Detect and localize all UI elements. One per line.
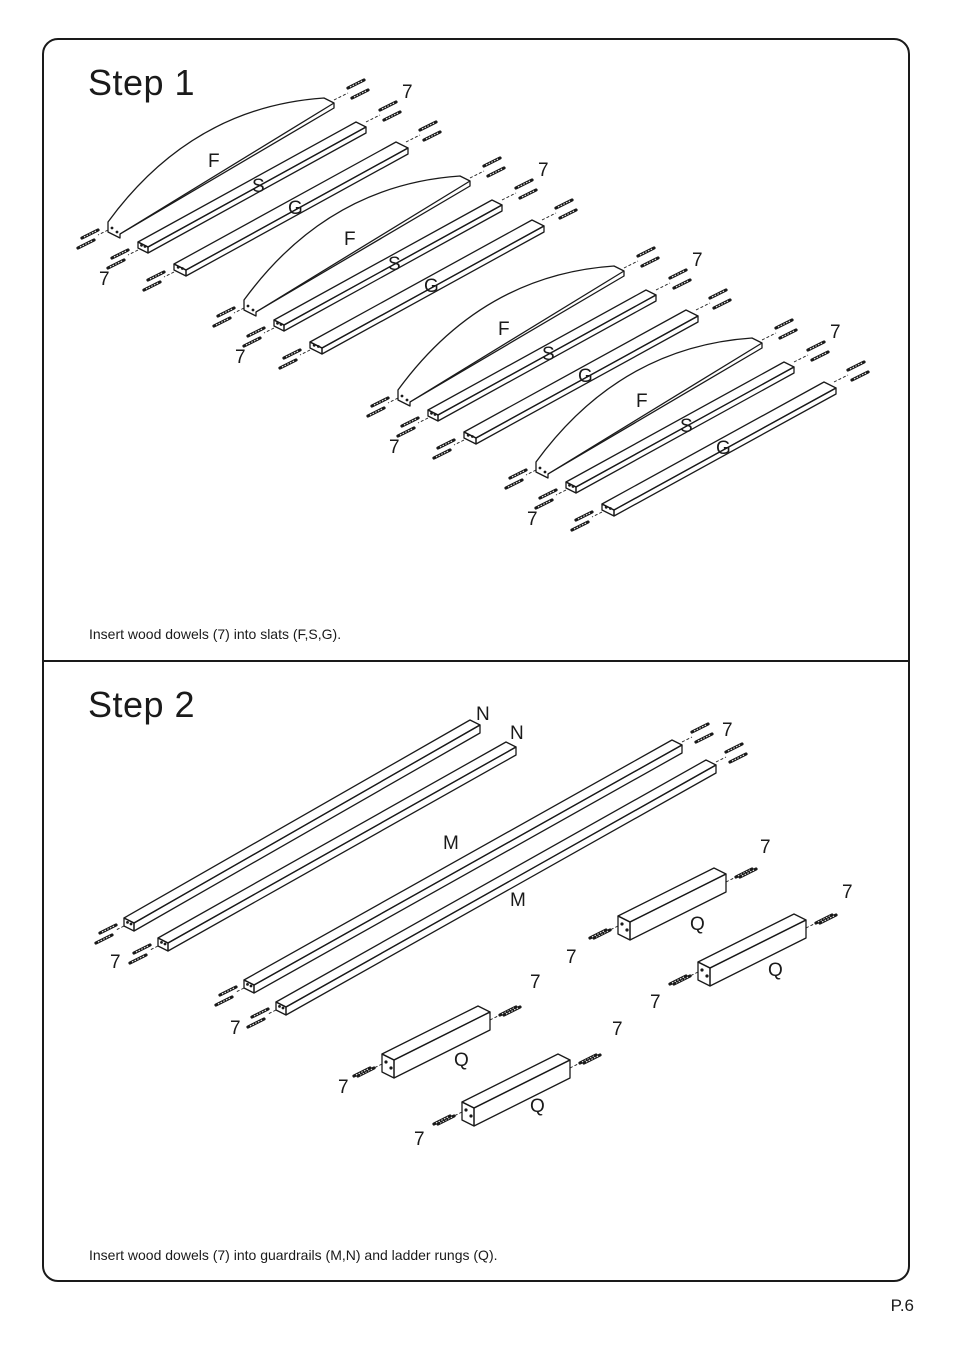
- label-dowel-m-left: 7: [230, 1018, 241, 1039]
- label-q: Q: [768, 960, 783, 981]
- label-g: G: [716, 438, 731, 459]
- slat-set-1: [76, 78, 442, 292]
- label-dowel-right: 7: [830, 322, 841, 343]
- label-dowel-right: 7: [538, 160, 549, 181]
- slat-set-2: [212, 156, 578, 370]
- label-s: S: [542, 344, 555, 365]
- slat-g: [601, 381, 837, 517]
- step-divider: [42, 660, 910, 662]
- label-dowel-q-left: 7: [650, 992, 661, 1013]
- rung-q: [588, 867, 758, 941]
- label-dowel-m-right: 7: [722, 720, 733, 741]
- slat-f: [397, 265, 625, 407]
- slat-f: [107, 97, 335, 239]
- label-dowel-q-right: 7: [760, 837, 771, 858]
- rung-q: [432, 1053, 602, 1127]
- label-dowel-left: 7: [527, 509, 538, 530]
- step2-title: Step 2: [88, 684, 196, 725]
- label-dowel-left: 7: [235, 347, 246, 368]
- slat-g: [173, 141, 409, 277]
- slat-set-4: [504, 318, 870, 532]
- label-n-2: N: [510, 723, 524, 744]
- slat-f: [243, 175, 471, 317]
- slat-s: [273, 199, 503, 332]
- slat-f: [535, 337, 763, 479]
- label-g: G: [578, 366, 593, 387]
- label-dowel-left: 7: [389, 437, 400, 458]
- page-number: P.6: [890, 1296, 914, 1315]
- rung-q: [668, 913, 838, 987]
- label-f: F: [636, 391, 648, 412]
- step1-caption: Insert wood dowels (7) into slats (F,S,G…: [89, 626, 342, 642]
- label-dowel-n: 7: [110, 952, 121, 973]
- slat-s: [565, 361, 795, 494]
- guardrail-m: [243, 739, 683, 994]
- label-s: S: [252, 176, 265, 197]
- step1-title: Step 1: [88, 62, 196, 103]
- label-dowel-q-left: 7: [338, 1077, 349, 1098]
- guardrail-n: [123, 719, 481, 932]
- guardrails-m: [214, 722, 748, 1029]
- label-s: S: [388, 254, 401, 275]
- rung-q: [352, 1005, 522, 1079]
- label-q: Q: [530, 1096, 545, 1117]
- label-dowel-q-right: 7: [612, 1019, 623, 1040]
- label-f: F: [498, 319, 510, 340]
- slat-g: [309, 219, 545, 355]
- slat-set-3: [366, 246, 732, 460]
- label-dowel-q-left: 7: [566, 947, 577, 968]
- step2-caption: Insert wood dowels (7) into guardrails (…: [89, 1247, 498, 1263]
- label-dowel-q-right: 7: [842, 882, 853, 903]
- label-g: G: [288, 198, 303, 219]
- label-m-1: M: [443, 833, 459, 854]
- label-f: F: [344, 229, 356, 250]
- label-dowel-right: 7: [692, 250, 703, 271]
- label-n-1: N: [476, 704, 490, 725]
- label-m-2: M: [510, 890, 526, 911]
- label-dowel-q-right: 7: [530, 972, 541, 993]
- guardrail-m: [275, 759, 717, 1016]
- label-f: F: [208, 151, 220, 172]
- guardrails-n: [94, 719, 517, 965]
- slat-s: [427, 289, 657, 422]
- label-g: G: [424, 276, 439, 297]
- label-q: Q: [690, 914, 705, 935]
- label-s: S: [680, 416, 693, 437]
- guardrail-n: [157, 741, 517, 952]
- slat-s: [137, 121, 367, 254]
- slat-g: [463, 309, 699, 445]
- label-q: Q: [454, 1050, 469, 1071]
- label-dowel-left: 7: [99, 269, 110, 290]
- label-dowel-q-left: 7: [414, 1129, 425, 1150]
- label-dowel-right: 7: [402, 82, 413, 103]
